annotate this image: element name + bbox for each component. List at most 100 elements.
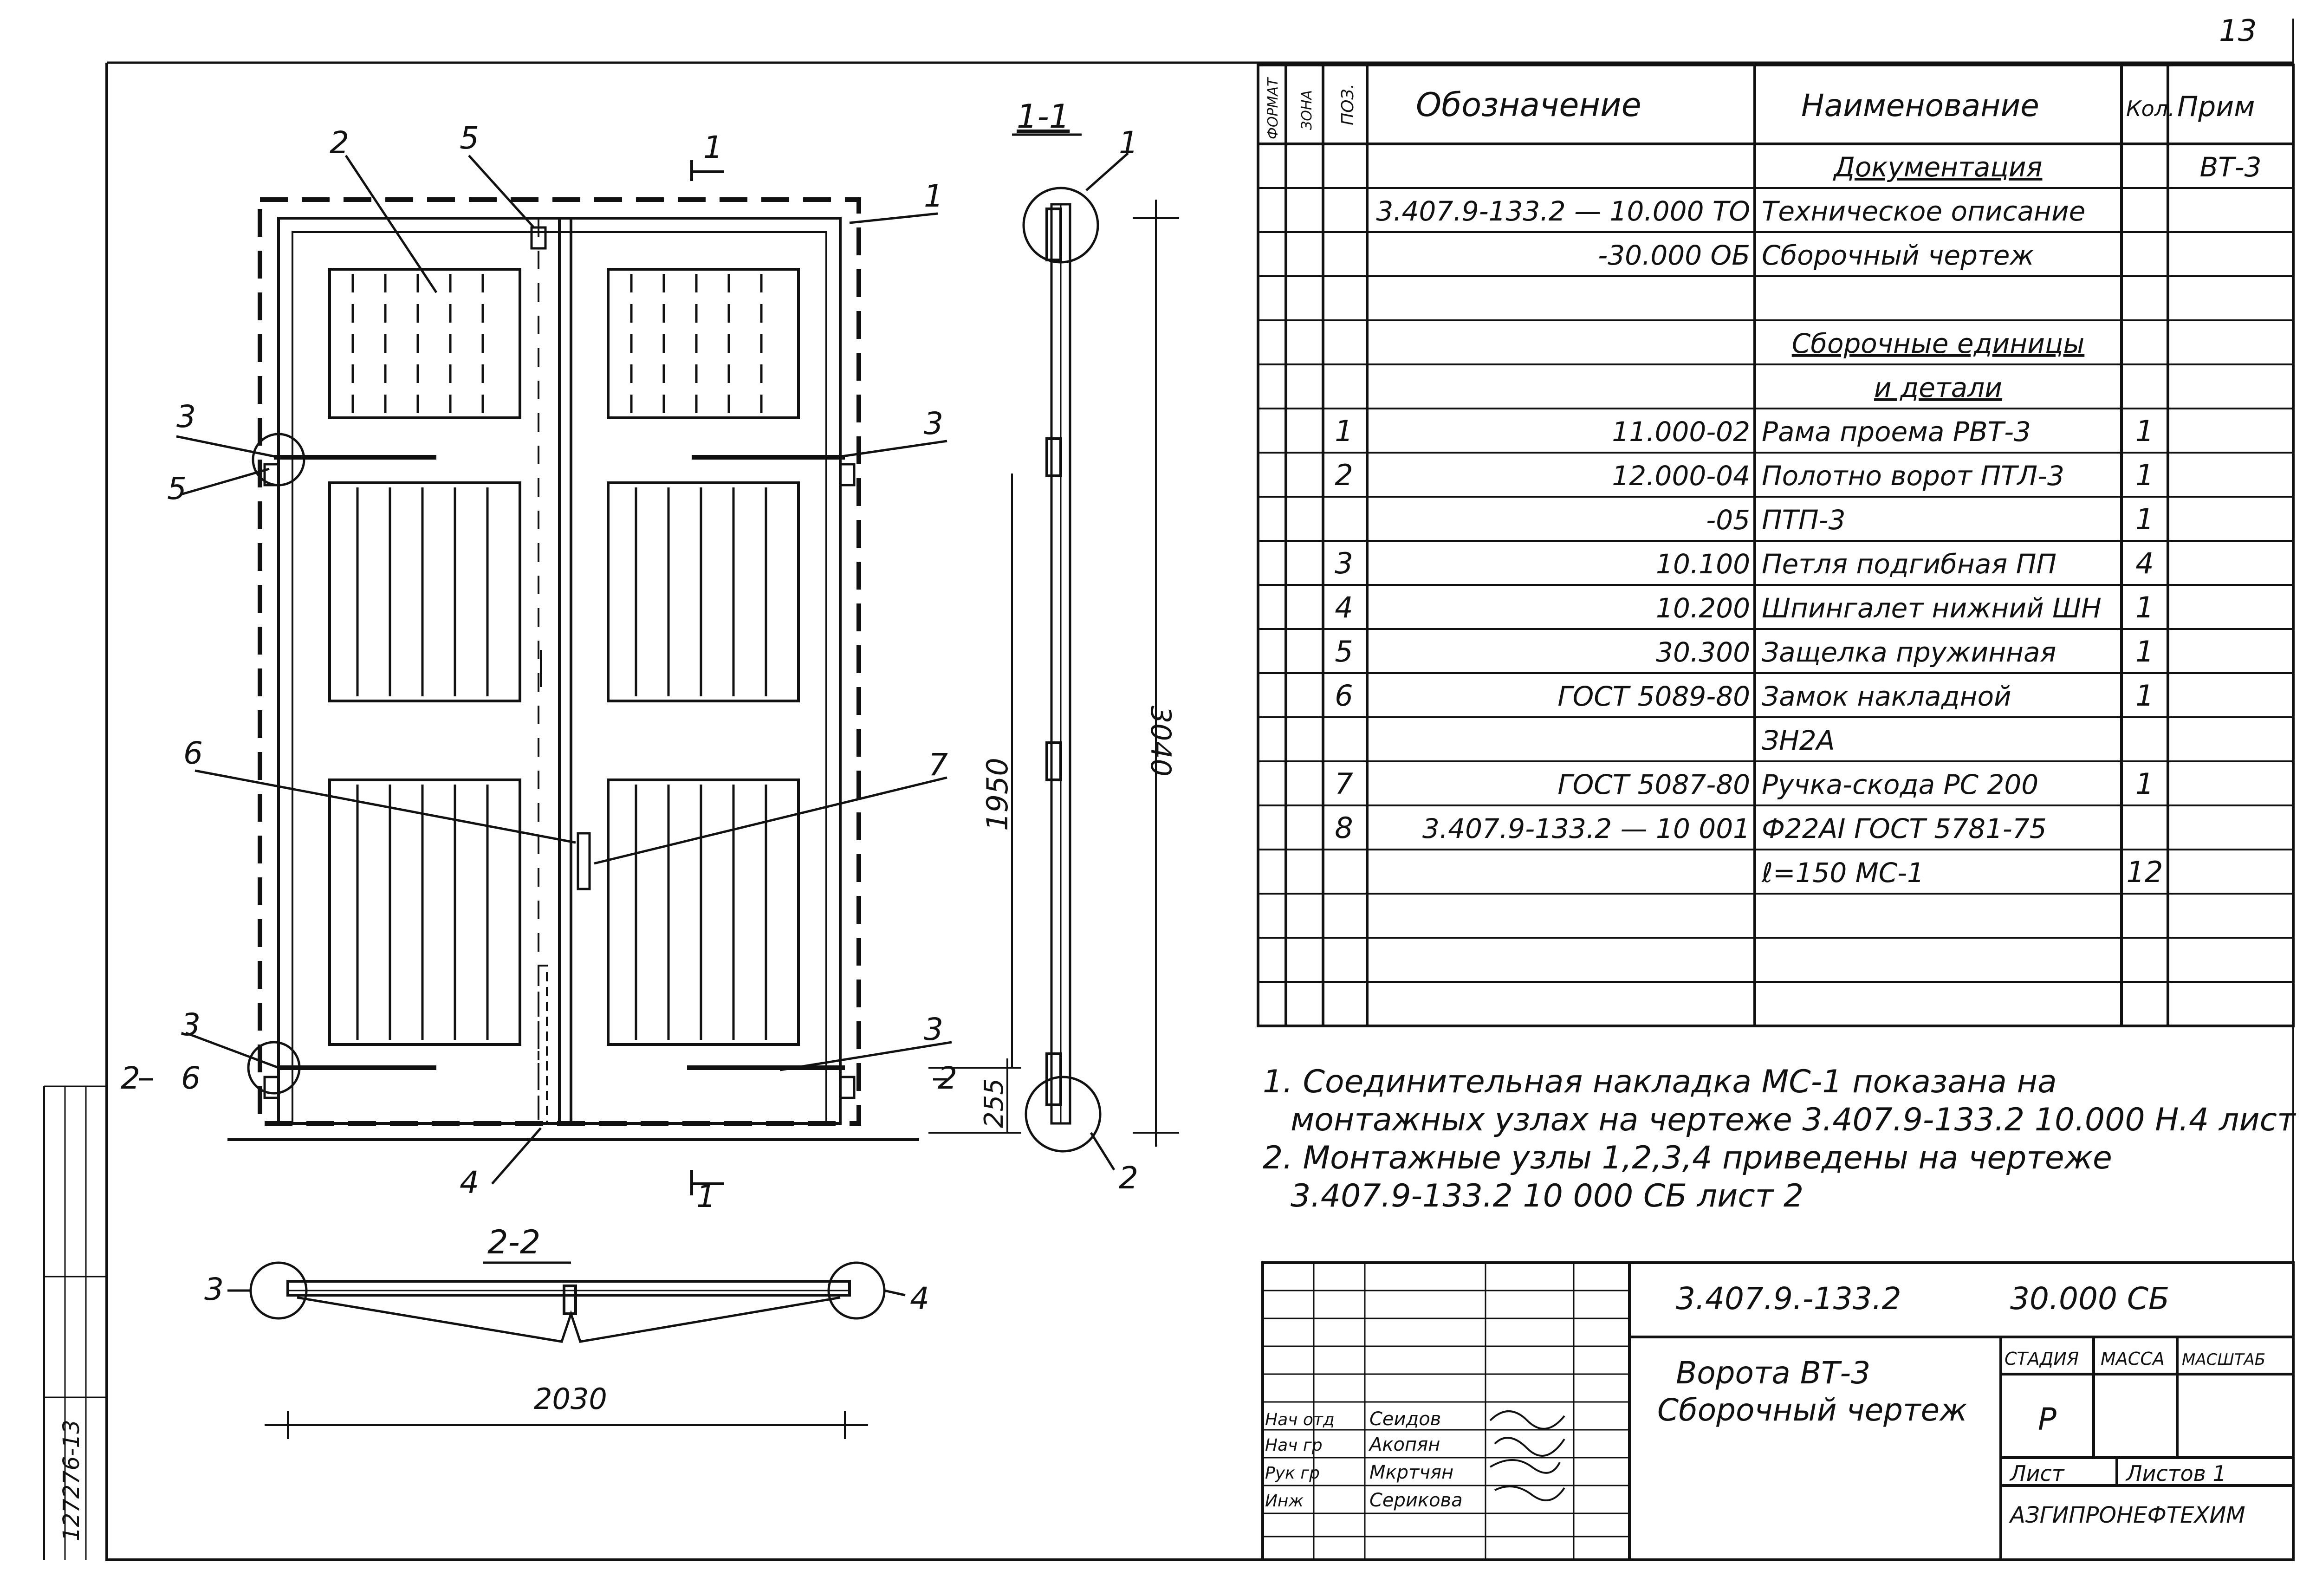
spec-designation: ГОСТ 5087-80	[1557, 769, 1750, 800]
spec-qty: 1	[2135, 679, 2154, 713]
section-1-1-view	[1012, 133, 1179, 1171]
dim-1950: 1950	[980, 758, 1014, 831]
section-2-2-label: 2-2	[487, 1223, 540, 1261]
section-callout-1: 1	[1119, 125, 1138, 161]
header-name: Наименование	[1801, 88, 2039, 123]
tb-sheets-label: Листов 1	[2125, 1461, 2226, 1486]
callout-4: 4	[460, 1165, 479, 1200]
spec-name: Замок накладной	[1762, 681, 2011, 712]
spec-designation: 12.000-04	[1612, 460, 1750, 492]
note-1: 1. Соединительная накладка МС-1 показана…	[1263, 1064, 2057, 1100]
spec-designation: ГОСТ 5089-80	[1557, 681, 1750, 712]
tb-title-2: Сборочный чертеж	[1657, 1392, 1967, 1428]
tb-organization: АЗГИПРОНЕФТЕХИМ	[2009, 1502, 2245, 1528]
spec-name: Ф22АI ГОСТ 5781-75	[1762, 813, 2047, 844]
spec-pos: 3	[1335, 546, 1353, 580]
header-zone: ЗОНА	[1299, 90, 1315, 130]
notes: 1. Соединительная накладка МС-1 показана…	[1263, 1063, 2303, 1215]
spec-qty: 1	[2135, 458, 2154, 492]
callout-7: 7	[928, 747, 948, 783]
sheet-number: 13	[2219, 14, 2257, 48]
header-pos: ПОЗ.	[1338, 84, 1357, 125]
tb-role-1: Нач отд	[1265, 1410, 1335, 1429]
dim-2030: 2030	[534, 1382, 607, 1416]
tb-name-2: Акопян	[1368, 1434, 1440, 1455]
callout-3-left: 3	[176, 399, 196, 435]
spec-qty: 1	[2135, 414, 2154, 448]
tb-role-3: Рук гр	[1265, 1464, 1320, 1483]
note-2-cont: 3.407.9-133.2 10 000 СБ лист 2	[1291, 1178, 1804, 1214]
spec-name: Сборочный чертеж	[1762, 240, 2034, 271]
tb-name-1: Сеидов	[1369, 1408, 1441, 1430]
spec-pos: 6	[1335, 679, 1353, 713]
spec-name: ℓ=150 МС-1	[1761, 857, 1924, 889]
tb-mass-label: МАССА	[2101, 1349, 2165, 1369]
callout-5-top: 5	[460, 120, 479, 156]
title-block-grid	[1261, 1261, 2295, 1561]
tb-title-1: Ворота ВТ-3	[1676, 1355, 1870, 1391]
header-format: ФОРМАТ	[1265, 77, 1281, 139]
spec-name: Рама проема РВТ-3	[1762, 416, 2031, 448]
side-stamp: 127276-13	[58, 1420, 84, 1541]
spec-pos: 4	[1335, 590, 1353, 624]
tb-name-4: Серикова	[1369, 1490, 1463, 1511]
tb-doc-code: 30.000 СБ	[2010, 1281, 2169, 1317]
dim-3040: 3040	[1144, 706, 1177, 777]
spec-name: ПТП-3	[1762, 504, 1846, 536]
spec-pos: 8	[1335, 811, 1353, 845]
spec-designation: 11.000-02	[1612, 416, 1750, 448]
section-2-2-view	[227, 1261, 906, 1439]
spec-note: ВТ-3	[2199, 151, 2261, 183]
spec-qty: 1	[2135, 590, 2154, 624]
spec-designation: 3.407.9-133.2 — 10.000 ТО	[1376, 195, 1750, 227]
front-callouts: 2 5 1 3 5 3 3 6 3 6 7 4 1 1 2 2	[121, 120, 957, 1214]
spec-qty: 12	[2127, 855, 2163, 889]
section-callout-3: 3	[204, 1272, 224, 1307]
spec-name: ЗН2А	[1762, 725, 1835, 756]
section-1-1-label: 1-1	[1017, 97, 1070, 136]
tb-role-2: Нач гр	[1265, 1436, 1323, 1455]
callout-6: 6	[183, 735, 203, 771]
spec-name: Полотно ворот ПТЛ-3	[1762, 460, 2064, 492]
section-callout-4: 4	[910, 1281, 929, 1317]
spec-table-grid	[1257, 64, 2295, 1027]
section-mark-top: 1	[703, 130, 723, 165]
spec-designation: 10.200	[1656, 592, 1750, 624]
spec-name: Шпингалет нижний ШН	[1762, 592, 2102, 624]
spec-designation: -05	[1706, 504, 1750, 536]
tb-scale-label: МАСШТАБ	[2182, 1350, 2265, 1369]
spec-designation: 10.100	[1656, 548, 1750, 580]
spec-qty: 1	[2135, 502, 2154, 536]
tb-stage: Р	[2038, 1401, 2056, 1437]
spec-rows: Документация ВТ-3 3.407.9-133.2 — 10.000 Т…	[1335, 151, 2261, 889]
spec-name: и детали	[1874, 372, 2002, 403]
spec-pos: 2	[1335, 458, 1353, 492]
header-designation: Обозначение	[1416, 86, 1641, 124]
header-note: Прим	[2177, 91, 2255, 123]
spec-header: ФОРМАТ ЗОНА ПОЗ. Обозначение Наименовани…	[1265, 77, 2255, 139]
callout-1: 1	[924, 178, 943, 214]
gate-front-view	[139, 155, 1021, 1195]
spec-name: Документация	[1833, 151, 2043, 183]
section-callout-2: 2	[1119, 1160, 1138, 1196]
spec-row-lines	[1258, 187, 2293, 1027]
title-block-text: 3.407.9.-133.2 30.000 СБ Ворота ВТ-3 Сбо…	[1265, 1281, 2265, 1528]
section-mark-bottom: 1	[696, 1179, 716, 1214]
tb-sheet-label: Лист	[2009, 1461, 2065, 1486]
callout-5-left: 5	[167, 471, 187, 506]
spec-name: Техническое описание	[1762, 195, 2085, 227]
spec-name: Защелка пружинная	[1762, 636, 2056, 668]
tb-name-3: Мкртчян	[1369, 1462, 1453, 1483]
tb-stage-label: СТАДИЯ	[2005, 1349, 2079, 1369]
note-2: 2. Монтажные узлы 1,2,3,4 приведены на ч…	[1263, 1140, 2112, 1176]
header-qty: Кол.	[2126, 96, 2175, 121]
note-1-cont: монтажных узлах на чертеже 3.407.9-133.2…	[1291, 1102, 2303, 1138]
spec-qty: 1	[2135, 767, 2154, 801]
level-2-right: 2	[938, 1060, 957, 1096]
tb-code: 3.407.9.-133.2	[1676, 1281, 1901, 1317]
spec-pos: 5	[1335, 635, 1353, 668]
spec-name: Ручка-скода РС 200	[1762, 769, 2038, 800]
spec-designation: 30.300	[1656, 636, 1750, 668]
spec-qty: 1	[2135, 635, 2154, 668]
